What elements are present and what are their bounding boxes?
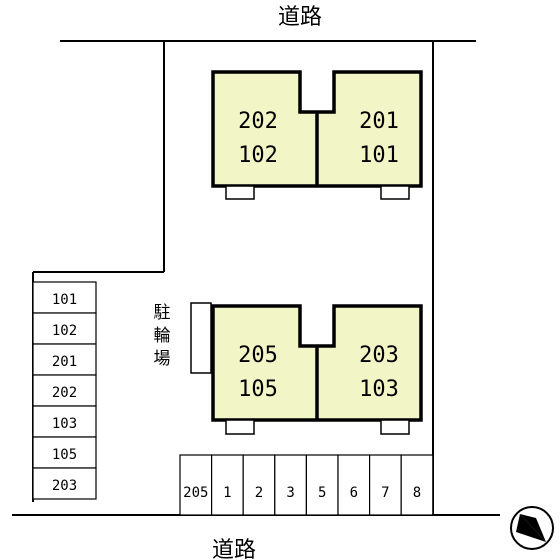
road-label-bottom: 道路: [212, 538, 256, 560]
parking-space-label: 6: [350, 485, 358, 501]
mailbox: [32, 281, 97, 314]
parking-space-label: 5: [318, 485, 326, 501]
mailbox-label: 102: [52, 323, 77, 339]
parking-space-label: 7: [381, 485, 389, 501]
parking-space-label: 2: [255, 485, 263, 501]
bike-parking: 駐 輪 場: [154, 302, 212, 374]
parking-space-label: 205: [183, 485, 208, 501]
bike-parking-label: 輪: [154, 326, 171, 346]
balcony: [380, 185, 410, 200]
mailbox-label: 103: [52, 416, 77, 432]
bike-parking-label: 駐: [154, 303, 171, 323]
north-arrow-icon: [510, 506, 554, 550]
parking-space: [337, 454, 371, 516]
parking-space: [211, 454, 244, 516]
mailbox-label: 203: [52, 478, 77, 494]
parking-space-label: 3: [286, 485, 294, 501]
unit-label: 105: [238, 377, 278, 402]
unit-label: 102: [238, 143, 278, 168]
parking-space-label: 8: [413, 485, 421, 501]
parking-space: [274, 454, 307, 516]
unit-label: 202: [238, 109, 278, 134]
parking-lot: 205 1 2 3 5 6 7 8: [179, 454, 434, 516]
parking-space-label: 1: [223, 485, 231, 501]
balcony: [380, 419, 410, 435]
building-b: 205 105 203 103: [211, 304, 423, 435]
unit-label: 205: [238, 343, 278, 368]
mailbox: [32, 467, 97, 500]
bike-parking-label: 場: [154, 349, 171, 369]
unit-label: 203: [359, 343, 399, 368]
parking-space: [400, 454, 434, 516]
mailbox-label: 105: [52, 447, 77, 463]
balcony: [225, 419, 255, 435]
mailbox-rack: 101 102 201 202 103 105 203: [32, 281, 97, 500]
mailbox-label: 101: [52, 292, 77, 308]
mailbox-label: 202: [52, 385, 77, 401]
balcony: [225, 185, 255, 200]
road-label-top: 道路: [278, 5, 322, 30]
mailbox-label: 201: [52, 354, 77, 370]
unit-label: 101: [359, 143, 399, 168]
parking-space: [242, 454, 276, 516]
building-a: 202 102 201 101: [211, 70, 423, 200]
unit-label: 201: [359, 109, 399, 134]
unit-label: 103: [359, 377, 399, 402]
